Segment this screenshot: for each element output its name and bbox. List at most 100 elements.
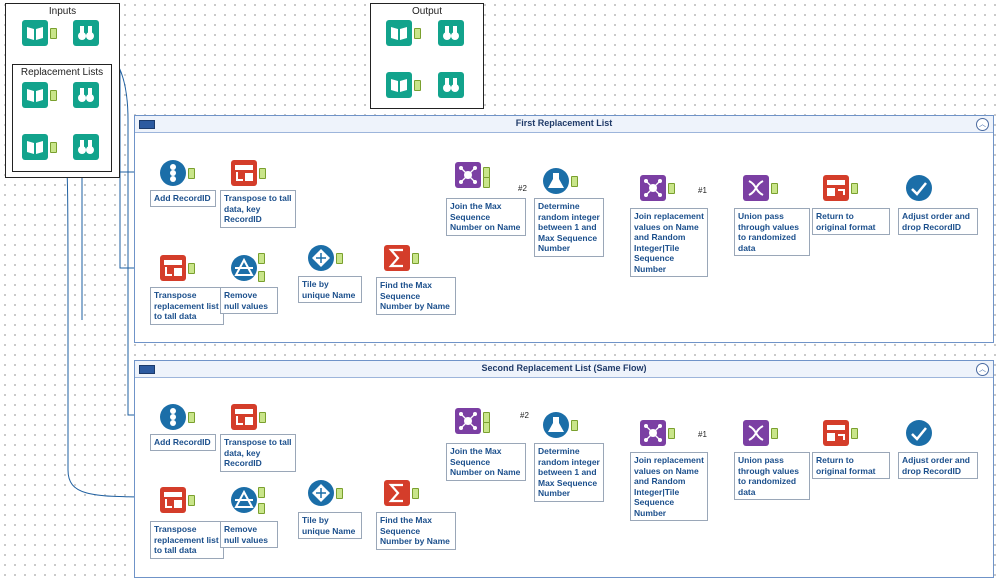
binoculars-icon [78,140,94,154]
output-anchor[interactable] [50,28,57,39]
adjust-order-label: Adjust order and drop RecordID [898,452,978,479]
output-anchor[interactable] [336,253,343,264]
output-anchor[interactable] [188,495,195,506]
true-anchor[interactable] [258,487,265,498]
input-data-tool[interactable] [22,82,48,108]
union-pass-label: Union pass through values to randomized … [734,452,810,500]
minimize-bar-icon[interactable] [139,120,155,129]
transpose-tool[interactable] [231,160,257,186]
binoculars-icon [443,78,459,92]
book-icon [391,79,407,92]
formula-tool[interactable] [543,168,569,194]
crosstab-tool[interactable] [823,420,849,446]
output-anchor[interactable] [414,28,421,39]
browse-tool[interactable] [73,20,99,46]
browse-tool[interactable] [438,20,464,46]
book-icon [27,27,43,40]
transpose-tool[interactable] [160,255,186,281]
join-tool[interactable] [455,162,481,188]
transpose-tool[interactable] [160,487,186,513]
replacement-lists-title: Replacement Lists [20,67,104,78]
add-recordid-label: Add RecordID [150,434,216,451]
input-data-tool[interactable] [386,72,412,98]
false-anchor[interactable] [258,503,265,514]
false-anchor[interactable] [258,271,265,282]
tile-unique-label: Tile by unique Name [298,276,362,303]
output-anchor[interactable] [50,142,57,153]
select-tool[interactable] [906,175,932,201]
join-tool[interactable] [455,408,481,434]
remove-null-label: Remove null values [220,287,278,314]
output-anchor[interactable] [412,253,419,264]
return-original-label: Return to original format [812,452,890,479]
true-anchor[interactable] [258,253,265,264]
minimize-bar-icon[interactable] [139,365,155,374]
transpose-tool[interactable] [231,404,257,430]
join-output-anchor[interactable] [483,177,490,188]
filter-icon [234,257,254,276]
input-data-tool[interactable] [22,134,48,160]
filter-tool[interactable] [231,255,257,281]
output-anchor[interactable] [259,168,266,179]
second-container-header[interactable]: Second Replacement List (Same Flow) ︿ [135,361,993,378]
output-anchor[interactable] [571,420,578,431]
join-tool[interactable] [640,420,666,446]
crosstab-tool[interactable] [823,175,849,201]
output-title: Output [411,6,443,17]
tile-unique-label: Tile by unique Name [298,512,362,539]
second-container-title: Second Replacement List (Same Flow) [481,363,647,373]
join-icon [459,166,477,184]
summarize-tool[interactable] [384,245,410,271]
first-container-header[interactable]: First Replacement List ︿ [135,116,993,133]
output-anchor[interactable] [771,428,778,439]
input-data-tool[interactable] [22,20,48,46]
checkmark-icon [911,182,927,196]
output-anchor[interactable] [336,488,343,499]
record-id-tool[interactable] [160,404,186,430]
tile-tool[interactable] [308,480,334,506]
join-output-anchor[interactable] [668,183,675,194]
add-recordid-label: Add RecordID [150,190,216,207]
output-anchor[interactable] [188,263,195,274]
remove-null-label: Remove null values [220,521,278,548]
output-anchor[interactable] [259,412,266,423]
record-id-icon [170,164,176,182]
sigma-icon [388,483,403,503]
binoculars-icon [443,26,459,40]
output-anchor[interactable] [50,90,57,101]
union-tool[interactable] [743,175,769,201]
join-max-label: Join the Max Sequence Number on Name [446,198,526,236]
output-anchor[interactable] [851,183,858,194]
book-icon [27,89,43,102]
output-anchor[interactable] [414,80,421,91]
binoculars-icon [78,26,94,40]
select-tool[interactable] [906,420,932,446]
union-tool[interactable] [743,420,769,446]
formula-tool[interactable] [543,412,569,438]
record-id-tool[interactable] [160,160,186,186]
filter-tool[interactable] [231,487,257,513]
browse-tool[interactable] [73,82,99,108]
transpose-key-label: Transpose to tall data, key RecordID [220,434,296,472]
join-tool[interactable] [640,175,666,201]
find-max-label: Find the Max Sequence Number by Name [376,512,456,550]
output-anchor[interactable] [571,176,578,187]
checkmark-icon [911,427,927,441]
collapse-icon[interactable]: ︿ [976,118,989,131]
input-data-tool[interactable] [386,20,412,46]
output-anchor[interactable] [851,428,858,439]
binoculars-icon [78,88,94,102]
browse-tool[interactable] [438,72,464,98]
output-anchor[interactable] [188,412,195,423]
output-anchor[interactable] [771,183,778,194]
tile-tool[interactable] [308,245,334,271]
output-anchor[interactable] [412,488,419,499]
join-output-anchor[interactable] [668,428,675,439]
summarize-tool[interactable] [384,480,410,506]
determine-random-label: Determine random integer between 1 and M… [534,198,604,257]
browse-tool[interactable] [73,134,99,160]
collapse-icon[interactable]: ︿ [976,363,989,376]
output-anchor[interactable] [188,168,195,179]
union-icon [748,180,764,196]
join-output-anchor[interactable] [483,422,490,433]
